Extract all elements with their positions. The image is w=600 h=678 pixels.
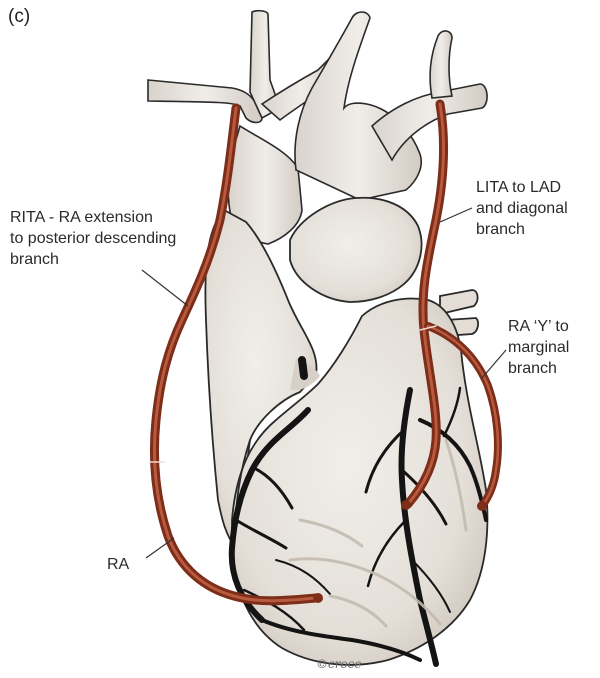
label-rita-line-1: RITA - RA extension [10,207,176,228]
artist-signature: ©croce [316,654,362,675]
panel-letter: (c) [8,6,30,27]
pulmonary-vein-upper [440,290,478,314]
leader-lita [440,208,472,222]
label-rita-ra-extension: RITA - RA extension to posterior descend… [10,207,176,270]
label-rita-line-3: branch [10,249,176,270]
left-carotid-stub [430,31,452,98]
label-ra-y-line-1: RA ‘Y’ to [508,316,569,337]
left-subclavian-artery [372,84,487,160]
label-ra-y-line-3: branch [508,358,569,379]
label-lita-line-1: LITA to LAD [476,177,568,198]
anastomosis-lita [401,500,411,510]
leader-ra-y [482,350,506,378]
label-lita-line-3: branch [476,219,568,240]
label-ra-y-line-2: marginal [508,337,569,358]
anastomosis-ra-y [477,501,487,511]
left-brachiocephalic-vein [148,80,262,123]
anastomosis-rita [313,593,323,603]
label-ra: RA [107,554,129,575]
label-rita-line-2: to posterior descending [10,228,176,249]
label-lita-to-lad: LITA to LAD and diagonal branch [476,177,568,240]
coronary-ostium [302,360,304,376]
leader-rita [142,270,188,306]
label-lita-line-2: and diagonal [476,198,568,219]
label-ra-y-to-marginal: RA ‘Y’ to marginal branch [508,316,569,379]
pulmonary-trunk [290,198,422,302]
